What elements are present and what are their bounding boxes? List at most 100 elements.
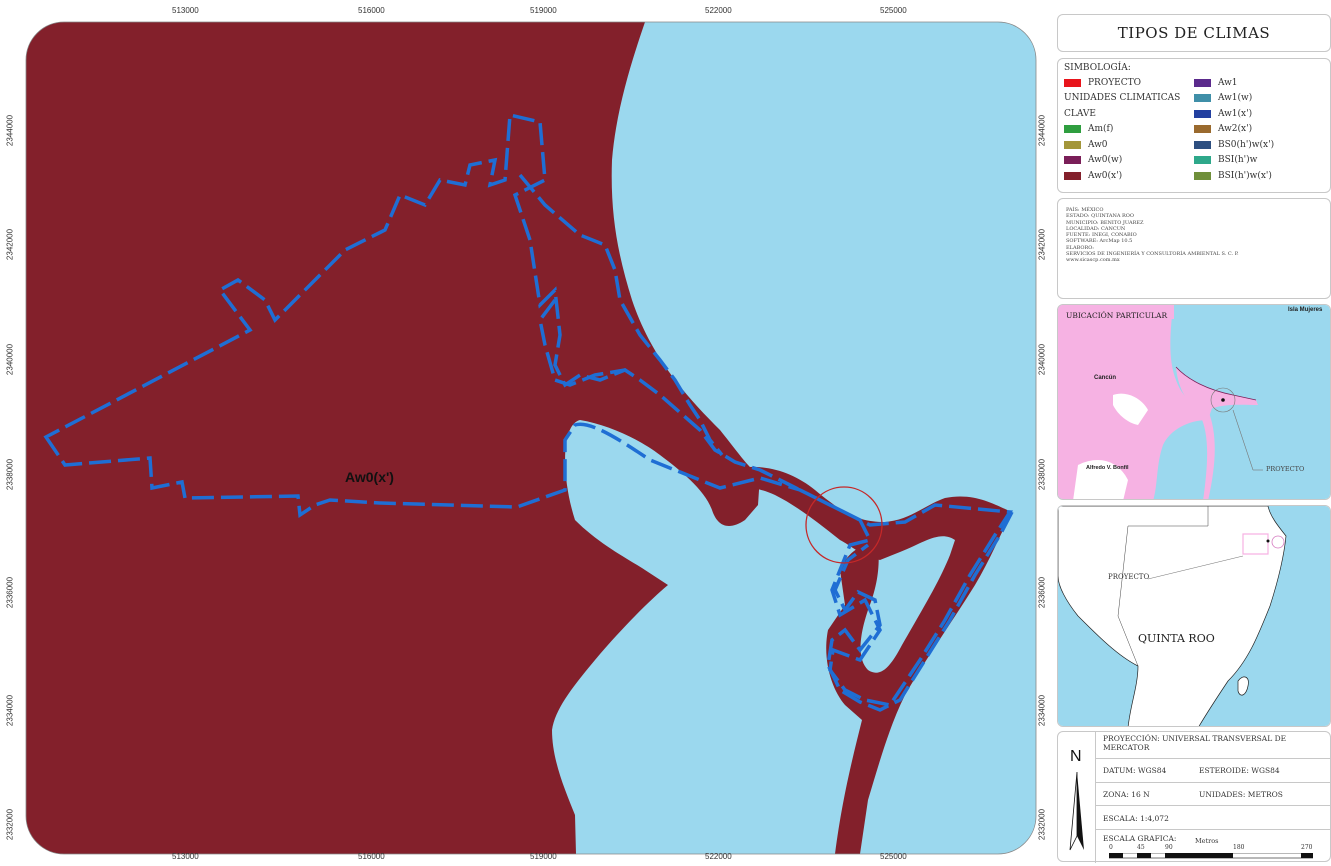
scale-tick-45: 45	[1137, 844, 1145, 851]
regional-map-canvas[interactable]	[1058, 506, 1331, 727]
y-tick-right-6: 2334000	[1037, 694, 1047, 727]
regional-label-project: PROYECTO	[1108, 573, 1150, 581]
map-title: TIPOS DE CLIMAS	[1117, 24, 1271, 42]
y-tick-right-5: 2336000	[1037, 576, 1047, 609]
legend-item: Aw0(w)	[1064, 153, 1194, 169]
info-line: ELABORO:	[1066, 244, 1094, 251]
legend-item: Am(f)	[1064, 122, 1194, 138]
location-map-panel[interactable]: UBICACIÓN PARTICULAR Isla Mujeres Cancún…	[1057, 304, 1331, 500]
legend-item: Aw0	[1064, 137, 1194, 153]
y-tick-left-4: 2338000	[5, 458, 15, 491]
y-tick-left-3: 2340000	[5, 343, 15, 376]
datum-text: DATUM: WGS84	[1103, 765, 1167, 775]
project-boundary-west	[43, 112, 1014, 707]
x-tick-top-1: 513000	[172, 6, 199, 15]
info-line: SERVICIOS DE INGENIERÍA Y CONSULTORÍA AM…	[1066, 251, 1239, 258]
legend-item-project: PROYECTO	[1064, 75, 1194, 91]
scale-tick-90: 90	[1165, 844, 1173, 851]
scale-bar	[1109, 853, 1313, 859]
project-boundary-strip	[826, 511, 1014, 712]
regional-map-panel[interactable]: PROYECTO QUINTA ROO	[1057, 505, 1331, 727]
x-tick-bottom-2: 516000	[358, 852, 385, 861]
legend-item: Aw1	[1194, 75, 1324, 91]
location-label-cancun: Cancún	[1094, 375, 1117, 381]
north-arrow: N	[1058, 732, 1096, 863]
legend-swatch	[1194, 78, 1211, 87]
units-text: UNIDADES: METROS	[1199, 789, 1283, 799]
location-map-heading: UBICACIÓN PARTICULAR	[1066, 311, 1168, 320]
graphic-scale-label: ESCALA GRAFICA:	[1103, 834, 1177, 843]
scale-text: ESCALA: 1:4,072	[1103, 813, 1169, 823]
legend-swatch	[1064, 171, 1081, 180]
info-panel: PAÍS: MÉXICO ESTADO: QUINTANA ROO MUNICI…	[1057, 198, 1331, 299]
legend-right-column: Aw1 Aw1(w) Aw1(x') Aw2(x') BS0(h')w(x') …	[1194, 75, 1324, 184]
regional-land-peninsula	[1058, 506, 1287, 726]
scale-tick-0: 0	[1109, 844, 1113, 851]
location-label-bonfil: Alfredo V. Bonfil	[1086, 465, 1129, 471]
datum-row: DATUM: WGS84 ESTEROIDE: WGS84	[1095, 758, 1330, 781]
y-tick-right-1: 2344000	[1037, 114, 1047, 147]
legend-swatch	[1194, 156, 1211, 165]
legend-panel: SIMBOLOGÍA: PROYECTO UNIDADES CLIMATICAS…	[1057, 58, 1331, 193]
main-map-canvas[interactable]: Aw0(x')	[0, 0, 1046, 862]
projection-row: PROYECCIÓN: UNIVERSAL TRANSVERSAL DE MER…	[1095, 732, 1330, 754]
metadata-panel: N PROYECCIÓN: UNIVERSAL TRANSVERSAL DE M…	[1057, 731, 1331, 863]
y-tick-left-6: 2334000	[5, 694, 15, 727]
legend-swatch	[1194, 125, 1211, 134]
y-tick-right-3: 2340000	[1037, 343, 1047, 376]
x-tick-bottom-3: 519000	[530, 852, 557, 861]
info-line: PAÍS: MÉXICO	[1066, 207, 1104, 213]
legend-item: Aw1(w)	[1194, 91, 1324, 107]
location-land-white	[1073, 393, 1148, 499]
y-tick-right-7: 2332000	[1037, 808, 1047, 841]
land-hotel-zone	[728, 466, 1012, 854]
zone-text: ZONA: 16 N	[1103, 789, 1150, 799]
legend-item: Aw1(x')	[1194, 106, 1324, 122]
legend-swatch	[1194, 109, 1211, 118]
legend-key-label: CLAVE	[1064, 108, 1096, 119]
legend-item: BSI(h')w(x')	[1194, 168, 1324, 184]
legend-item: BSI(h')w	[1194, 153, 1324, 169]
info-line: LOCALIDAD: CANCUN	[1066, 225, 1126, 232]
y-tick-left-7: 2332000	[5, 808, 15, 841]
projection-text: PROYECCIÓN: UNIVERSAL TRANSVERSAL DE MER…	[1103, 734, 1287, 752]
x-tick-top-4: 522000	[705, 6, 732, 15]
x-tick-bottom-4: 522000	[705, 852, 732, 861]
scale-row: ESCALA: 1:4,072	[1095, 805, 1330, 830]
legend-swatch	[1194, 94, 1211, 103]
north-arrow-icon	[1069, 772, 1084, 851]
x-tick-top-2: 516000	[358, 6, 385, 15]
location-label-project: PROYECTO	[1266, 465, 1305, 473]
x-tick-bottom-1: 513000	[172, 852, 199, 861]
x-tick-bottom-5: 525000	[880, 852, 907, 861]
info-line: MUNICIPIO: BENITO JUAREZ	[1066, 219, 1144, 226]
legend-heading: SIMBOLOGÍA:	[1064, 63, 1131, 73]
y-tick-left-5: 2336000	[5, 576, 15, 609]
legend-swatch	[1064, 156, 1081, 165]
legend-swatch	[1064, 140, 1081, 149]
info-line: ESTADO: QUINTANA ROO	[1066, 213, 1135, 220]
project-boundary-lagoon	[518, 173, 724, 457]
main-map[interactable]: Aw0(x') 513000 516000 519000 522000 5250…	[0, 0, 1047, 862]
legend-swatch	[1064, 78, 1081, 87]
legend-swatch	[1194, 171, 1211, 180]
legend-item: Aw0(x')	[1064, 168, 1194, 184]
scale-tick-180: 180	[1233, 844, 1245, 851]
location-label-isla-mujeres: Isla Mujeres	[1288, 307, 1323, 313]
x-tick-top-5: 525000	[880, 6, 907, 15]
map-title-panel: TIPOS DE CLIMAS	[1057, 14, 1331, 52]
zone-row: ZONA: 16 N UNIDADES: METROS	[1095, 782, 1330, 805]
info-line: SOFTWARE: ArcMap 10.5	[1066, 238, 1133, 245]
y-tick-left-2: 2342000	[5, 228, 15, 261]
ellipsoid-text: ESTEROIDE: WGS84	[1199, 765, 1280, 775]
y-tick-left-1: 2344000	[5, 114, 15, 147]
y-tick-right-4: 2338000	[1037, 458, 1047, 491]
scale-tick-270: 270	[1301, 844, 1313, 851]
info-line: www.sicascp.com.mx	[1066, 257, 1120, 264]
y-tick-right-2: 2342000	[1037, 228, 1047, 261]
location-map-canvas[interactable]	[1058, 305, 1331, 500]
info-line: FUENTE: INEGI, CONABIO	[1066, 232, 1137, 239]
location-hotel-strip	[1176, 367, 1258, 499]
regional-label-state: QUINTA ROO	[1138, 632, 1215, 645]
project-location-circle	[805, 486, 883, 564]
